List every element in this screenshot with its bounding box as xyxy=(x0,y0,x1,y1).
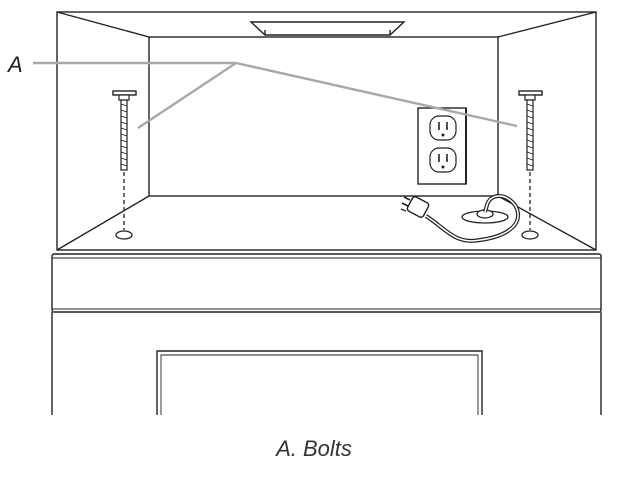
top-vent xyxy=(249,21,406,36)
lower-cabinet xyxy=(51,312,602,415)
power-plug-icon xyxy=(400,196,430,218)
bolt-icon xyxy=(112,90,137,230)
callout-label-a: A xyxy=(6,52,23,77)
appliance-front-panel xyxy=(51,253,602,313)
power-cord xyxy=(424,194,521,243)
cabinet-opening xyxy=(56,11,597,251)
bolt-icon xyxy=(518,90,543,230)
callout-leader-lines xyxy=(33,61,518,130)
bolt-hole-left xyxy=(115,230,133,240)
duplex-outlet-icon xyxy=(417,107,467,185)
figure-caption: A. Bolts xyxy=(274,436,352,461)
bolt-hole-right xyxy=(521,230,539,240)
